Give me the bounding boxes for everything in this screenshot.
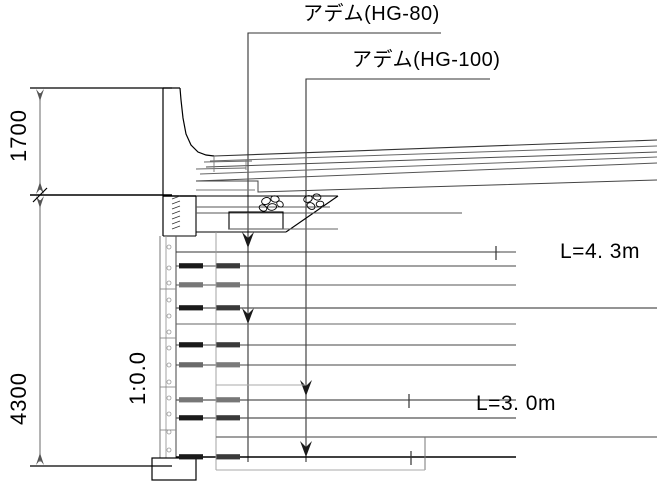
- geogrid-lower-group: [176, 394, 657, 465]
- dimension-label-4300: 4300: [6, 372, 31, 425]
- pavement-layers: [195, 139, 657, 193]
- geogrid-reinforcement-layers: [176, 232, 657, 471]
- shoulder-drainage-block: [171, 193, 462, 233]
- length-label-lower: L=3. 0m: [476, 392, 556, 415]
- label-geogrid-hg100: アデム(HG-100): [352, 49, 501, 71]
- geogrid-middle-group: [176, 323, 516, 386]
- parapet-wall: [162, 87, 215, 237]
- retaining-wall-panels: [151, 236, 197, 481]
- dimension-group-left: [30, 87, 172, 467]
- geogrid-upper-group: [176, 246, 657, 311]
- length-label-upper: L=4. 3m: [560, 240, 640, 263]
- label-geogrid-hg80: アデム(HG-80): [303, 3, 440, 25]
- leader-lines-geogrid: [242, 32, 490, 462]
- slope-ratio-label: 1:0.0: [125, 351, 150, 405]
- dimension-label-1700: 1700: [6, 109, 31, 162]
